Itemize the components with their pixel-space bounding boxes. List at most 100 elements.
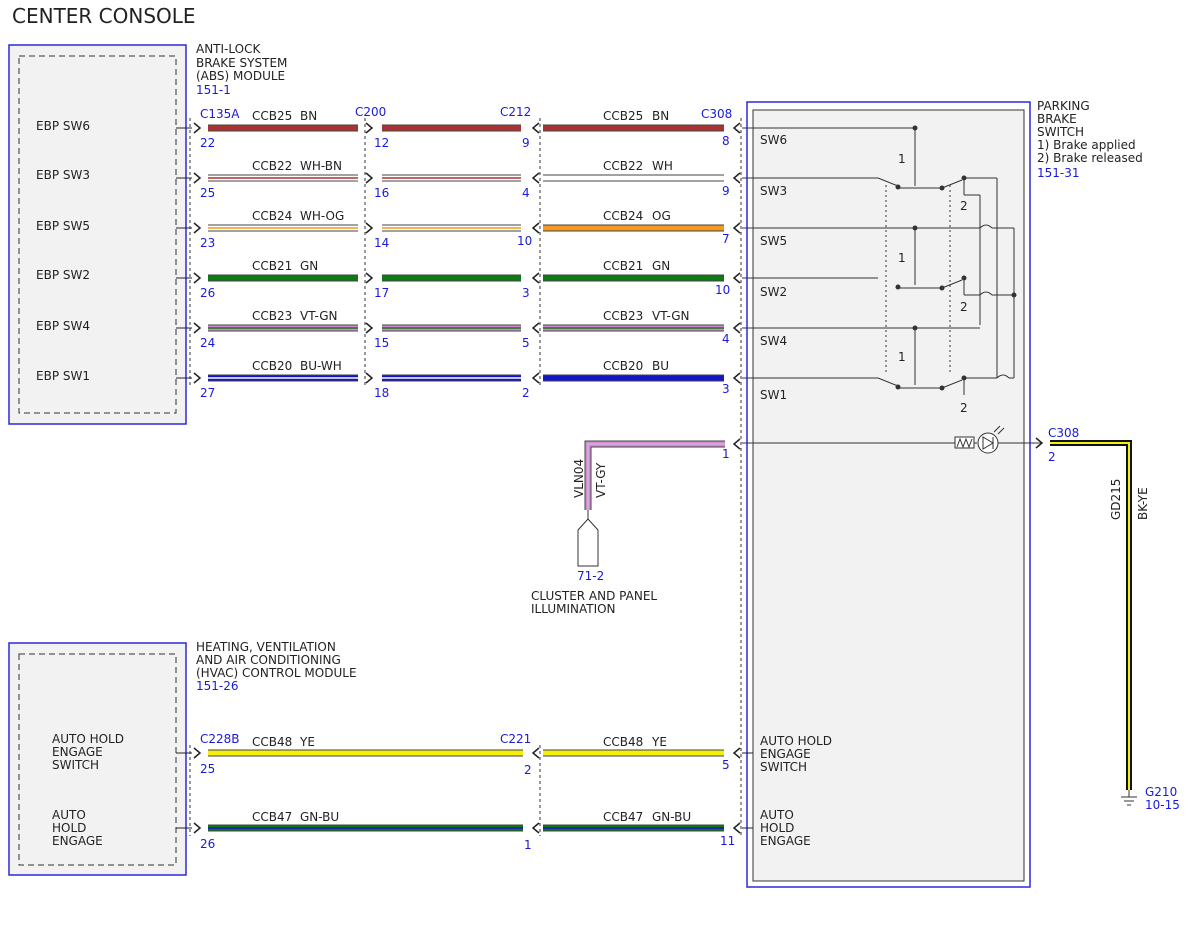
hvac-row2-pin-c: 11 bbox=[720, 834, 735, 848]
hvac-row1-circuit-left: CCB48 bbox=[252, 735, 292, 749]
row3-circuit-right: CCB24 bbox=[603, 209, 643, 223]
hvac-ref-link[interactable]: 151-26 bbox=[196, 679, 239, 693]
connector-c308[interactable]: C308 bbox=[701, 107, 732, 121]
abs-name-line-1: ANTI-LOCK bbox=[196, 42, 261, 56]
row6-pin-c: 2 bbox=[522, 386, 530, 400]
connector-boundaries bbox=[189, 118, 742, 836]
hvac-row1-color-left: YE bbox=[299, 735, 315, 749]
row1-color-right: BN bbox=[652, 109, 669, 123]
row5-arrow-c bbox=[531, 322, 540, 334]
illum-arrow bbox=[732, 438, 741, 450]
hvac-row1-arrow-a bbox=[193, 747, 202, 759]
illum-label-line-2: ILLUMINATION bbox=[531, 602, 616, 616]
row6-arrow-c bbox=[531, 372, 540, 384]
ground-pin: 2 bbox=[1048, 450, 1056, 464]
illum-wire-outline bbox=[584, 440, 725, 510]
illum-ref-link[interactable]: 71-2 bbox=[577, 569, 604, 583]
hvac-name-line-2: AND AIR CONDITIONING bbox=[196, 653, 341, 667]
row2-pin-c: 4 bbox=[522, 186, 530, 200]
row4-pin-b: 17 bbox=[374, 286, 389, 300]
hvac-row1-color-right: YE bbox=[651, 735, 667, 749]
hvac-row2-arrow-b bbox=[531, 822, 540, 834]
row1-arrow-c bbox=[531, 122, 540, 134]
row5-pin-b: 15 bbox=[374, 336, 389, 350]
hvac-row2-pin-b: 1 bbox=[524, 838, 532, 852]
abs-ref-link[interactable]: 151-1 bbox=[196, 83, 231, 97]
hvac-pin1-line-3: SWITCH bbox=[52, 758, 99, 772]
hvac-module-inner bbox=[18, 653, 177, 866]
row1-pin-b: 12 bbox=[374, 136, 389, 150]
row5-circuit-right: CCB23 bbox=[603, 309, 643, 323]
row2-arrow-b bbox=[365, 172, 374, 184]
row6-arrow-a bbox=[193, 372, 202, 384]
ground-point[interactable]: G210 bbox=[1145, 785, 1177, 799]
hvac-row2-circuit-left: CCB47 bbox=[252, 810, 292, 824]
row6-circuit-left: CCB20 bbox=[252, 359, 292, 373]
hvac-row2-arrow-a bbox=[193, 822, 202, 834]
row1-circuit-right: CCB25 bbox=[603, 109, 643, 123]
pbs-pin-sw4: SW4 bbox=[760, 334, 787, 348]
row1-arrow-a bbox=[193, 122, 202, 134]
ground-connector[interactable]: C308 bbox=[1048, 426, 1079, 440]
illum-label-line-1: CLUSTER AND PANEL bbox=[531, 589, 657, 603]
switch-contacts bbox=[742, 127, 1015, 395]
row1-color-left: BN bbox=[300, 109, 317, 123]
illum-pin: 1 bbox=[722, 447, 730, 461]
row2-arrow-d bbox=[732, 172, 741, 184]
illum-wire bbox=[585, 441, 725, 510]
hvac-module-box bbox=[8, 642, 187, 876]
row3-pin-c: 10 bbox=[517, 234, 532, 248]
row4-arrow-c bbox=[531, 272, 540, 284]
abs-module-box bbox=[8, 44, 187, 425]
pbs-pin-sw6: SW6 bbox=[760, 133, 787, 147]
pbs-name-line-3: SWITCH bbox=[1037, 125, 1084, 139]
sw-pos-2-c: 2 bbox=[960, 401, 968, 415]
abs-name-line-2: BRAKE SYSTEM bbox=[196, 56, 287, 70]
row2-pin-a: 25 bbox=[200, 186, 215, 200]
parking-brake-switch-label: PARKING BRAKE SWITCH 1) Brake applied 2)… bbox=[1037, 99, 1143, 180]
ground-circuit: GD215 bbox=[1109, 479, 1123, 520]
row4-color-right: GN bbox=[652, 259, 670, 273]
pbs-pin-sw2: SW2 bbox=[760, 285, 787, 299]
parking-brake-switch-inner bbox=[752, 109, 1025, 882]
row4-circuit-left: CCB21 bbox=[252, 259, 292, 273]
connector-c212[interactable]: C212 bbox=[500, 105, 531, 119]
pbs-lower-pin1-line-3: SWITCH bbox=[760, 760, 807, 774]
abs-pin-sw6: EBP SW6 bbox=[36, 119, 90, 133]
connector-c221[interactable]: C221 bbox=[500, 732, 531, 746]
row5-pin-c: 5 bbox=[522, 336, 530, 350]
row3-arrow-a bbox=[193, 222, 202, 234]
row4-circuit-right: CCB21 bbox=[603, 259, 643, 273]
hvac-pin1-line-2: ENGAGE bbox=[52, 745, 103, 759]
pbs-ref-link[interactable]: 151-31 bbox=[1037, 166, 1080, 180]
row6-circuit-right: CCB20 bbox=[603, 359, 643, 373]
row2-color-right: WH bbox=[652, 159, 673, 173]
row5-color-right: VT-GN bbox=[652, 309, 689, 323]
illum-circuit: VLN04 bbox=[572, 459, 586, 498]
hvac-row1-arrow-c bbox=[732, 747, 741, 759]
connector-c228b[interactable]: C228B bbox=[200, 732, 240, 746]
row2-color-left: WH-BN bbox=[300, 159, 342, 173]
row1-circuit-left: CCB25 bbox=[252, 109, 292, 123]
pbs-lower-pin2-line-3: ENGAGE bbox=[760, 834, 811, 848]
abs-pin-sw1: EBP SW1 bbox=[36, 369, 90, 383]
page-title: CENTER CONSOLE bbox=[12, 4, 196, 28]
row1-arrow-d bbox=[732, 122, 741, 134]
ground-wire-stripe bbox=[1050, 442, 1130, 790]
row3-arrow-b bbox=[365, 222, 374, 234]
row3-color-right: OG bbox=[652, 209, 671, 223]
hvac-name-line-1: HEATING, VENTILATION bbox=[196, 640, 336, 654]
illum-offpage-icon bbox=[577, 518, 599, 567]
hvac-name-line-3: (HVAC) CONTROL MODULE bbox=[196, 666, 357, 680]
row2-pin-d: 9 bbox=[722, 184, 730, 198]
ground-ref-link[interactable]: 10-15 bbox=[1145, 798, 1180, 812]
pbs-lower-pin1-line-1: AUTO HOLD bbox=[760, 734, 832, 748]
row4-color-left: GN bbox=[300, 259, 318, 273]
row1-pin-c: 9 bbox=[522, 136, 530, 150]
hvac-row2-color-left: GN-BU bbox=[300, 810, 339, 824]
connector-c200[interactable]: C200 bbox=[355, 105, 386, 119]
sw-pos-2-b: 2 bbox=[960, 300, 968, 314]
sw-pos-1-a: 1 bbox=[898, 152, 906, 166]
connector-c135a[interactable]: C135A bbox=[200, 107, 240, 121]
hvac-row1-pin-a: 25 bbox=[200, 762, 215, 776]
